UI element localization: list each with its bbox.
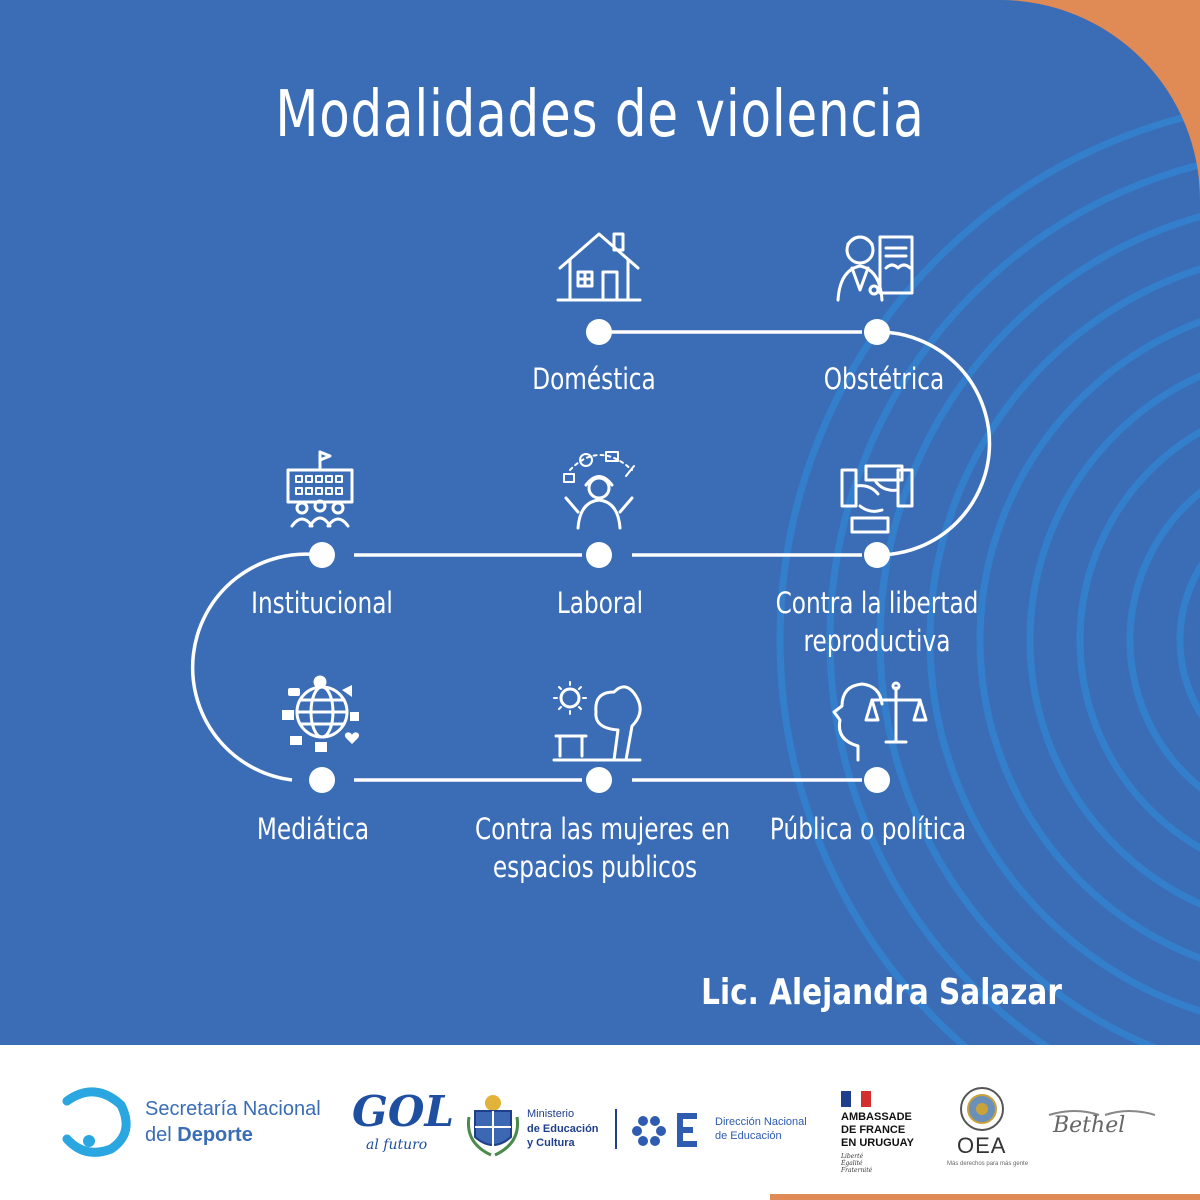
node-espacios	[586, 767, 612, 793]
author-credit: Lic. Alejandra Salazar	[701, 972, 1062, 1013]
label-libertad-line1: Contra la libertad	[775, 586, 979, 620]
label-institucional: Institucional	[251, 586, 393, 620]
joined-hands-icon	[840, 464, 914, 534]
gol-text: GOL	[352, 1087, 454, 1136]
house-icon	[556, 232, 642, 302]
node-domestica	[586, 319, 612, 345]
mec-line2: de Educación	[527, 1123, 599, 1135]
main-panel	[0, 0, 1200, 1045]
label-obstetrica: Obstétrica	[823, 362, 945, 396]
node-obstetrica	[864, 319, 890, 345]
dne-line2: de Educación	[715, 1130, 782, 1142]
france-line1: AMBASSADE	[841, 1111, 912, 1123]
label-contra-la-libertad-reproductiva: Contra la libertad reproductiva	[757, 584, 997, 660]
snd-line1: Secretaría Nacional	[145, 1098, 321, 1120]
uruguay-coat-of-arms-icon	[466, 1095, 520, 1157]
dne-e-logo-icon	[632, 1113, 697, 1147]
bethel-wings-icon	[1048, 1110, 1156, 1116]
france-line3: EN URUGUAY	[841, 1137, 914, 1149]
oea-seal-icon	[960, 1087, 1004, 1131]
park-icon	[552, 681, 642, 762]
head-scales-icon	[832, 681, 928, 762]
label-domestica: Doméstica	[532, 362, 656, 396]
orange-footer-strip	[770, 1194, 1200, 1200]
node-publica	[864, 767, 890, 793]
decorative-rings	[776, 109, 1200, 1045]
bethel-name: Bethel	[1053, 1113, 1126, 1138]
label-libertad-line2: reproductiva	[803, 624, 951, 658]
oea-name: OEA	[957, 1133, 1007, 1158]
label-mediatica: Mediática	[256, 812, 370, 846]
france-line2: DE FRANCE	[841, 1124, 906, 1136]
sponsor-footer: Secretaría Nacional del Deporte GOL al f…	[0, 1045, 1200, 1200]
node-mediatica	[309, 767, 335, 793]
node-laboral	[586, 542, 612, 568]
snd-line2: del Deporte	[145, 1124, 253, 1146]
mec-line1: Ministerio	[527, 1108, 575, 1120]
label-espacios-line1: Contra las mujeres en	[475, 812, 731, 846]
worker-multitasking-icon	[563, 451, 635, 530]
page-title: Modalidades de violencia	[275, 78, 925, 152]
logo-secretaria-nacional-del-deporte: Secretaría Nacional del Deporte	[55, 1087, 330, 1157]
dne-line1: Dirección Nacional	[715, 1116, 807, 1128]
label-espacios-line2: espacios publicos	[492, 850, 698, 884]
gol-subtext: al futuro	[366, 1137, 428, 1153]
snd-mark-icon	[62, 1087, 131, 1157]
logo-gol-al-futuro: GOL al futuro	[350, 1087, 454, 1162]
node-institucional	[309, 542, 335, 568]
logo-ministerio-educacion-cultura: Ministerio de Educación y Cultura Direcc…	[465, 1085, 825, 1165]
label-publica-o-politica: Pública o política	[769, 812, 967, 846]
globe-media-icon	[282, 675, 360, 752]
label-contra-las-mujeres-en-espacios-publicos: Contra las mujeres en espacios publicos	[475, 810, 731, 886]
oea-tagline: Más derechos para más gente	[947, 1161, 1029, 1167]
mec-separator	[615, 1109, 617, 1149]
logo-bethel: Bethel	[1045, 1105, 1160, 1155]
logo-oea: OEA Más derechos para más gente	[945, 1085, 1028, 1180]
mec-line3: y Cultura	[527, 1137, 575, 1149]
modalities-flow	[190, 232, 992, 793]
flow-connector	[190, 330, 992, 782]
doctor-icon	[836, 235, 914, 302]
institution-building-icon	[286, 450, 354, 528]
french-flag-icon	[841, 1091, 871, 1107]
node-libertad	[864, 542, 890, 568]
label-laboral: Laboral	[556, 586, 644, 620]
